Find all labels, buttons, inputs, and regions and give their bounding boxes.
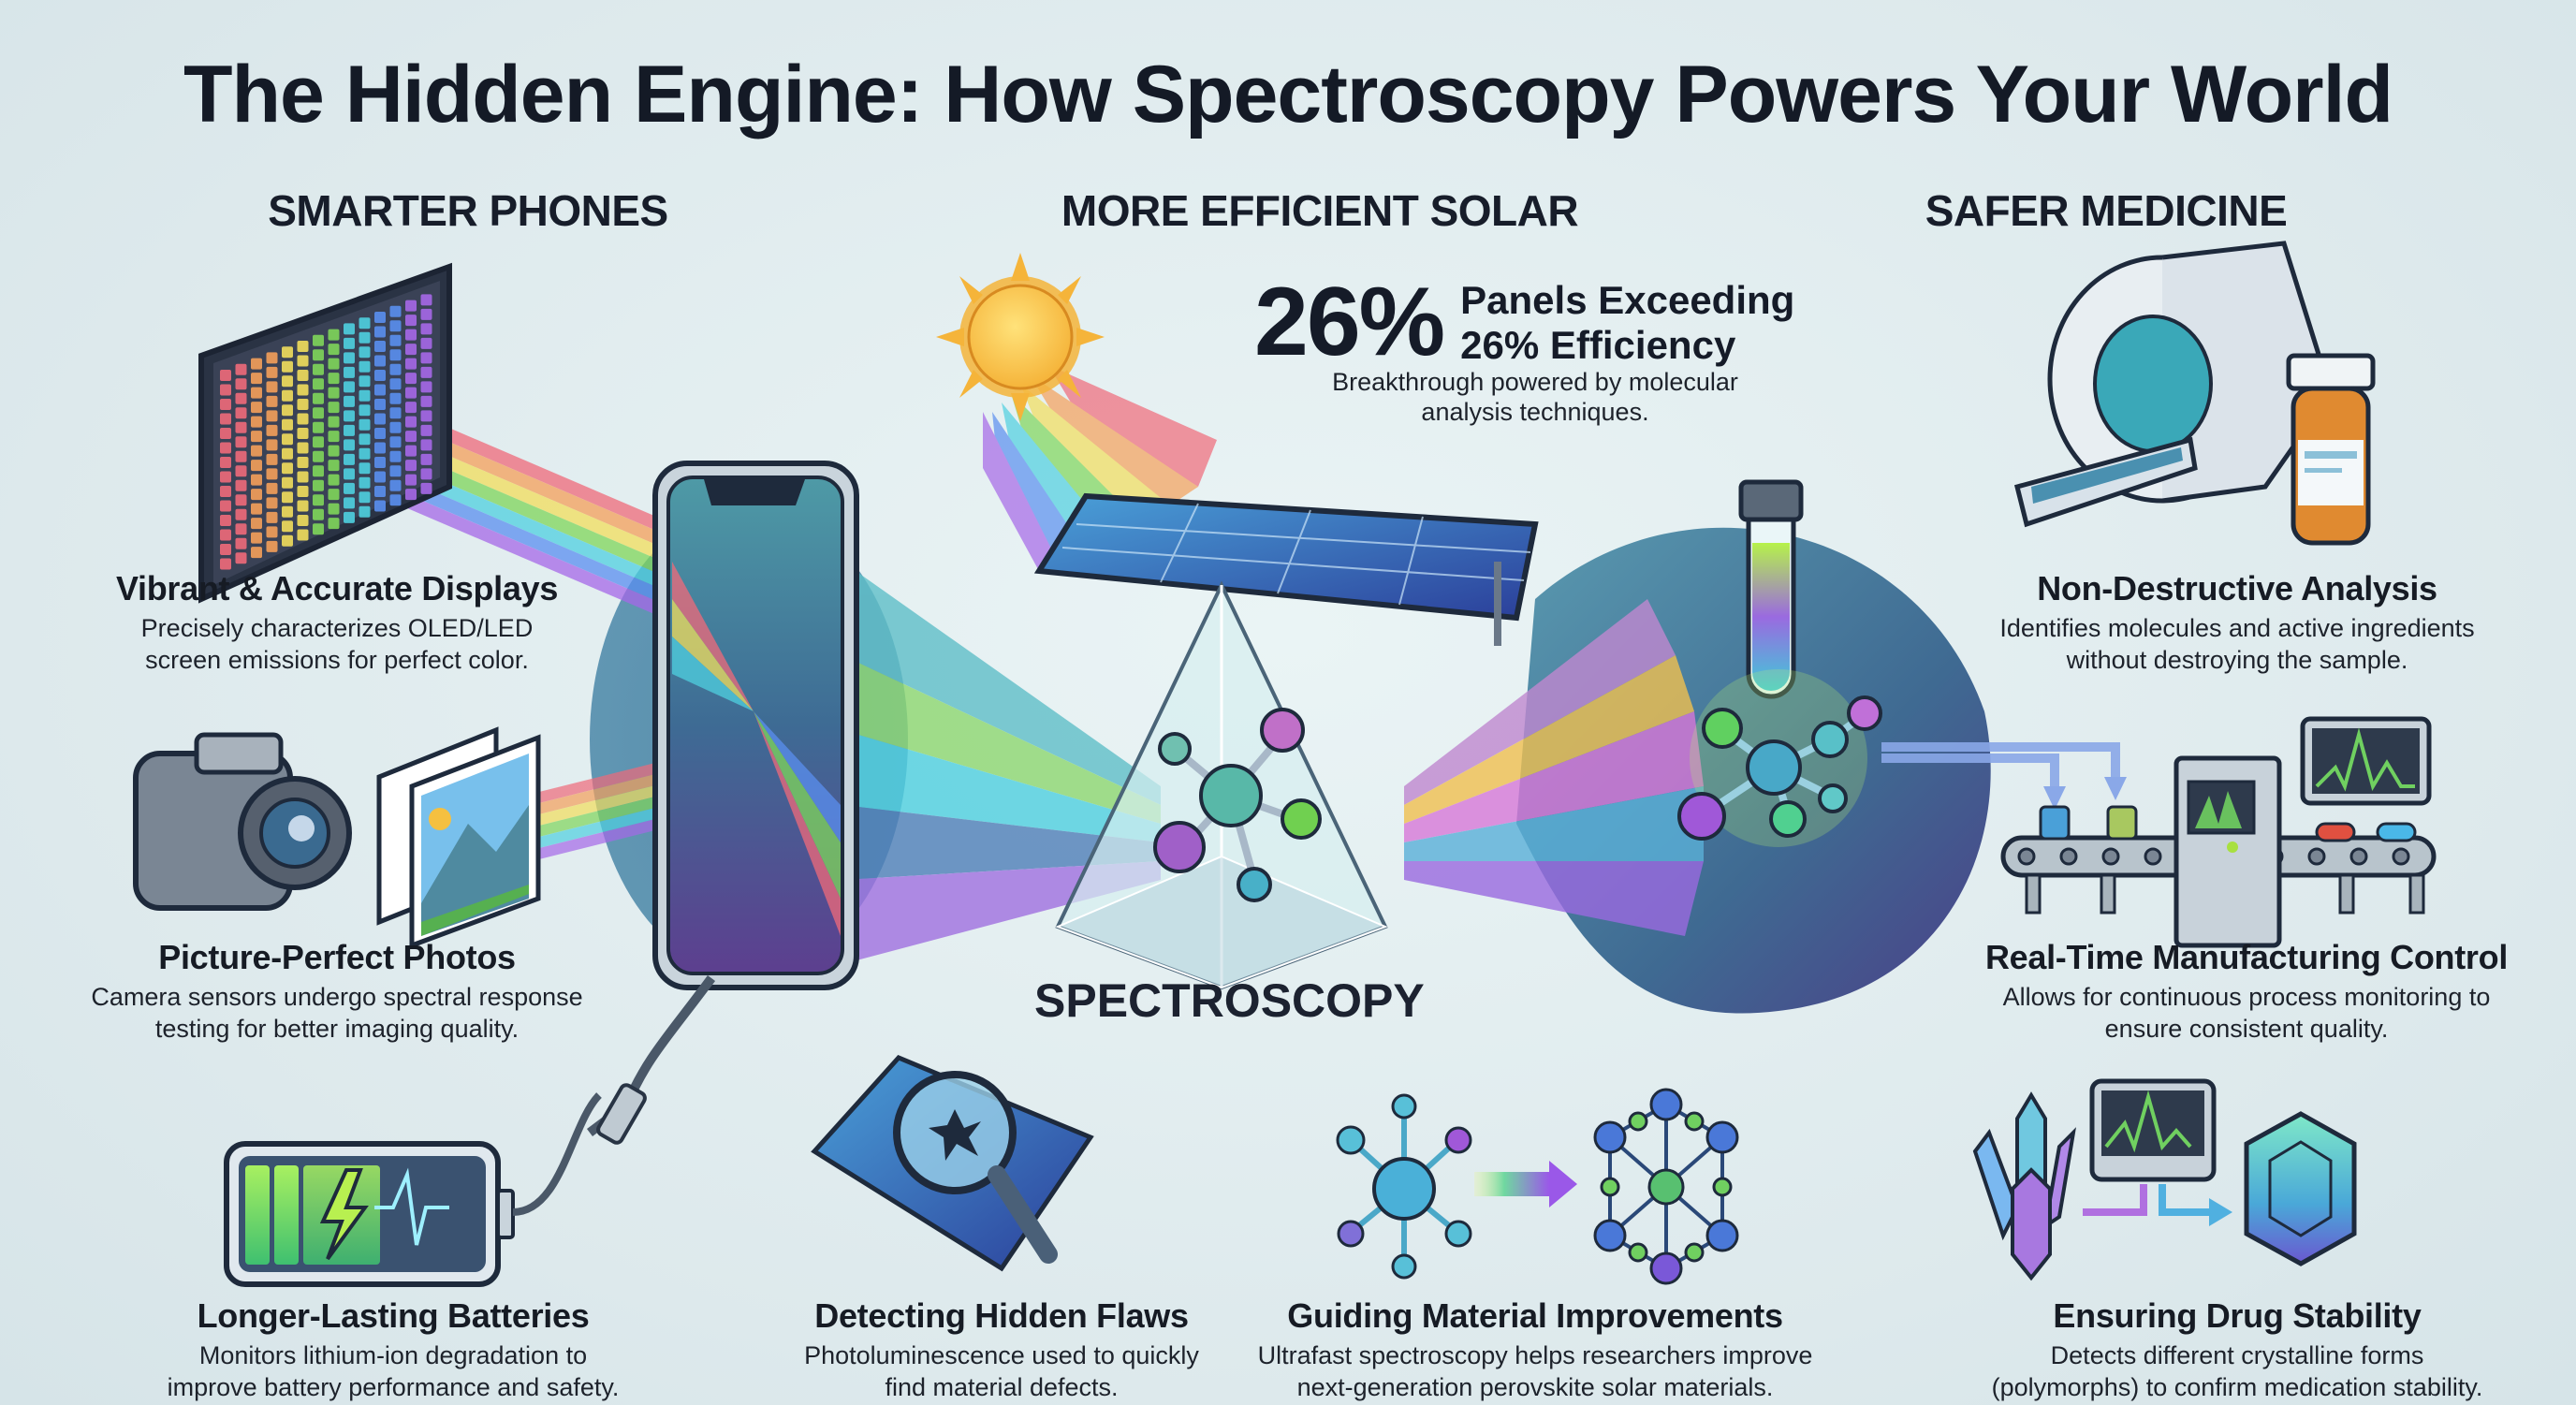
solar-stat-desc-line-1: Breakthrough powered by molecular [1332, 368, 1738, 396]
spectroscopy-label: SPECTROSCOPY [1034, 974, 1425, 1027]
card-desc-line-1: Camera sensors undergo spectral response [91, 983, 583, 1011]
prism-icon [1055, 580, 1388, 990]
card-heading: Non-Destructive Analysis [2037, 569, 2437, 607]
mri-scanner-pill-bottle-icon [2013, 241, 2376, 546]
card-nondestructive: Non-Destructive Analysis Identifies mole… [1947, 569, 2527, 676]
card-flaws: Detecting Hidden Flaws Photoluminescence… [768, 1296, 1236, 1403]
solar-stat: 26% Panels Exceeding 26% Efficiency [1254, 267, 1794, 378]
card-desc-line-1: Identifies molecules and active ingredie… [1999, 614, 2475, 642]
solar-stat-label-2: 26% Efficiency [1460, 322, 1736, 367]
card-photos: Picture-Perfect Photos Camera sensors un… [56, 938, 618, 1045]
crystal-polymorph-icon [1972, 1078, 2357, 1281]
card-heading: Real-Time Manufacturing Control [1984, 938, 2509, 976]
card-desc-line-1: Monitors lithium-ion degradation to [198, 1341, 588, 1369]
solar-stat-description: Breakthrough powered by molecular analys… [1292, 367, 1778, 427]
card-heading: Vibrant & Accurate Displays [115, 569, 559, 607]
solar-stat-desc-line-2: analysis techniques. [1421, 398, 1649, 426]
card-heading: Longer-Lasting Batteries [197, 1296, 590, 1335]
card-desc-line-2: screen emissions for perfect color. [145, 646, 529, 674]
section-heading-phones: SMARTER PHONES [268, 186, 668, 235]
page-title: The Hidden Engine: How Spectroscopy Powe… [183, 50, 2393, 139]
card-desc-line-1: Detects different crystalline forms [2050, 1341, 2424, 1369]
card-desc-line-2: (polymorphs) to confirm medication stabi… [1991, 1373, 2483, 1401]
card-heading: Picture-Perfect Photos [158, 938, 516, 976]
section-heading-medicine: SAFER MEDICINE [1925, 186, 2288, 235]
card-stability: Ensuring Drug Stability Detects differen… [1938, 1296, 2537, 1403]
glowing-molecule-icon [1677, 669, 1882, 847]
molecule-to-lattice-icon [1336, 1088, 1739, 1285]
card-desc-line-1: Precisely characterizes OLED/LED [140, 614, 534, 642]
card-heading: Detecting Hidden Flaws [814, 1296, 1189, 1335]
card-desc-line-1: Allows for continuous process monitoring… [2002, 983, 2491, 1011]
photo-frames-icon [376, 726, 541, 949]
card-batteries: Longer-Lasting Batteries Monitors lithiu… [131, 1296, 655, 1403]
solar-stat-label-1: Panels Exceeding [1460, 277, 1795, 322]
card-materials: Guiding Material Improvements Ultrafast … [1245, 1296, 1825, 1403]
card-desc-line-2: without destroying the sample. [2066, 646, 2408, 674]
solar-panel-icon [1033, 492, 1539, 646]
card-heading: Ensuring Drug Stability [2053, 1296, 2422, 1335]
section-heading-solar: MORE EFFICIENT SOLAR [1061, 186, 1579, 235]
card-desc-line-1: Photoluminescence used to quickly [804, 1341, 1199, 1369]
magnifier-solar-panel-icon [811, 1055, 1094, 1272]
card-heading: Guiding Material Improvements [1287, 1296, 1783, 1335]
card-manufacturing: Real-Time Manufacturing Control Allows f… [1928, 938, 2565, 1045]
card-desc-line-2: ensure consistent quality. [2104, 1015, 2389, 1043]
card-desc-line-2: next-generation perovskite solar materia… [1296, 1373, 1774, 1401]
card-desc-line-2: improve battery performance and safety. [167, 1373, 620, 1401]
flow-arrows [1881, 742, 2120, 786]
card-desc-line-1: Ultrafast spectroscopy helps researchers… [1257, 1341, 1813, 1369]
battery-icon [224, 1092, 602, 1287]
solar-stat-value: 26% [1254, 268, 1445, 376]
display-pixels [220, 294, 432, 570]
card-displays: Vibrant & Accurate Displays Precisely ch… [75, 569, 599, 676]
phone-icon [587, 461, 859, 1145]
card-desc-line-2: find material defects. [885, 1373, 1119, 1401]
camera-icon [133, 732, 352, 911]
sun-icon [936, 253, 1105, 421]
test-tube-icon [1738, 479, 1804, 699]
conveyor-spectrometer-icon [2000, 716, 2437, 948]
card-desc-line-2: testing for better imaging quality. [154, 1015, 520, 1043]
